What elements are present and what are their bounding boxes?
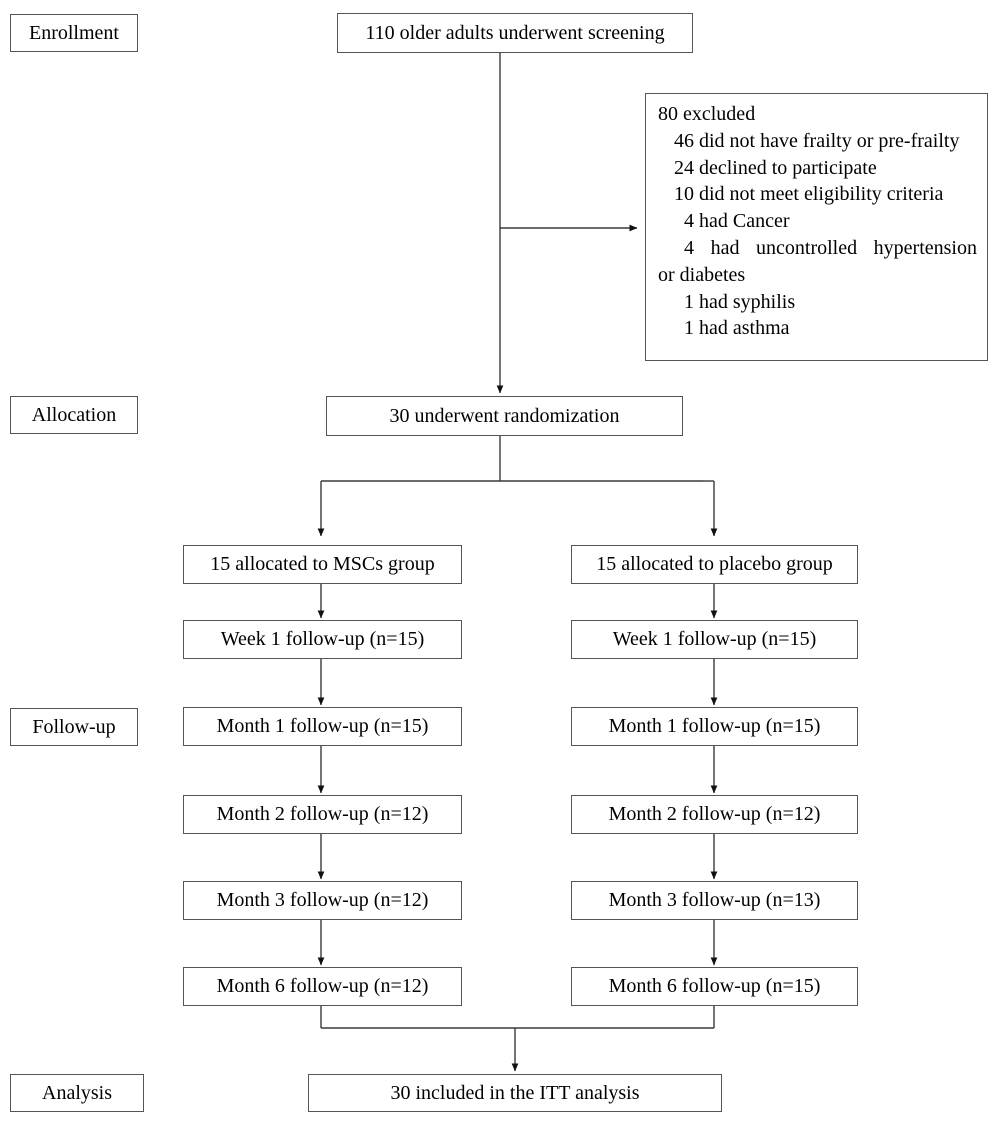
- stage-label-enrollment-text: Enrollment: [29, 21, 119, 44]
- node-placebo-followup-month6: Month 6 follow-up (n=15): [571, 967, 858, 1006]
- node-excluded: 80 excluded 46 did not have frailty or p…: [645, 93, 988, 361]
- excluded-reason-7: 1 had asthma: [684, 317, 790, 340]
- node-mscs-followup-month3-label: Month 3 follow-up (n=12): [216, 889, 429, 911]
- excluded-header: 80 excluded: [658, 103, 756, 125]
- node-randomization-label: 30 underwent randomization: [389, 404, 620, 427]
- node-placebo-followup-month2: Month 2 follow-up (n=12): [571, 795, 858, 834]
- excluded-reason-1: 46 did not have frailty or pre-frailty: [674, 129, 960, 152]
- excluded-reason-5: 4 had uncontrolled hypertension: [684, 236, 977, 259]
- node-mscs-followup-month1: Month 1 follow-up (n=15): [183, 707, 462, 746]
- node-itt-analysis: 30 included in the ITT analysis: [308, 1074, 722, 1112]
- node-screening-label: 110 older adults underwent screening: [365, 21, 665, 44]
- excluded-reason-6: 1 had syphilis: [684, 290, 796, 313]
- node-allocation-mscs-label: 15 allocated to MSCs group: [210, 553, 435, 575]
- node-placebo-followup-week1-label: Week 1 follow-up (n=15): [612, 628, 817, 650]
- stage-label-enrollment: Enrollment: [10, 14, 138, 52]
- stage-label-analysis-text: Analysis: [42, 1081, 112, 1104]
- stage-label-followup: Follow-up: [10, 708, 138, 746]
- node-mscs-followup-month3: Month 3 follow-up (n=12): [183, 881, 462, 920]
- stage-label-analysis: Analysis: [10, 1074, 144, 1112]
- node-allocation-mscs: 15 allocated to MSCs group: [183, 545, 462, 584]
- node-placebo-followup-month1: Month 1 follow-up (n=15): [571, 707, 858, 746]
- node-placebo-followup-month3: Month 3 follow-up (n=13): [571, 881, 858, 920]
- node-placebo-followup-week1: Week 1 follow-up (n=15): [571, 620, 858, 659]
- node-placebo-followup-month1-label: Month 1 follow-up (n=15): [608, 715, 821, 737]
- node-allocation-placebo-label: 15 allocated to placebo group: [596, 553, 833, 575]
- excluded-reason-4: 4 had Cancer: [684, 210, 790, 233]
- node-mscs-followup-month6-label: Month 6 follow-up (n=12): [216, 975, 429, 997]
- node-mscs-followup-week1: Week 1 follow-up (n=15): [183, 620, 462, 659]
- excluded-reason-5-continued: or diabetes: [658, 263, 746, 286]
- node-mscs-followup-month6: Month 6 follow-up (n=12): [183, 967, 462, 1006]
- stage-label-allocation: Allocation: [10, 396, 138, 434]
- node-placebo-followup-month2-label: Month 2 follow-up (n=12): [608, 803, 821, 825]
- node-placebo-followup-month6-label: Month 6 follow-up (n=15): [608, 975, 821, 997]
- excluded-reason-3: 10 did not meet eligibility criteria: [674, 183, 944, 206]
- node-mscs-followup-month2-label: Month 2 follow-up (n=12): [216, 803, 429, 825]
- excluded-reason-2: 24 declined to participate: [674, 156, 877, 179]
- node-mscs-followup-month2: Month 2 follow-up (n=12): [183, 795, 462, 834]
- stage-label-followup-text: Follow-up: [32, 715, 116, 738]
- node-screening: 110 older adults underwent screening: [337, 13, 693, 53]
- node-itt-analysis-label: 30 included in the ITT analysis: [390, 1081, 640, 1104]
- node-placebo-followup-month3-label: Month 3 follow-up (n=13): [608, 889, 821, 911]
- stage-label-allocation-text: Allocation: [31, 403, 117, 426]
- node-randomization: 30 underwent randomization: [326, 396, 683, 436]
- node-allocation-placebo: 15 allocated to placebo group: [571, 545, 858, 584]
- node-mscs-followup-month1-label: Month 1 follow-up (n=15): [216, 715, 429, 737]
- node-mscs-followup-week1-label: Week 1 follow-up (n=15): [220, 628, 425, 650]
